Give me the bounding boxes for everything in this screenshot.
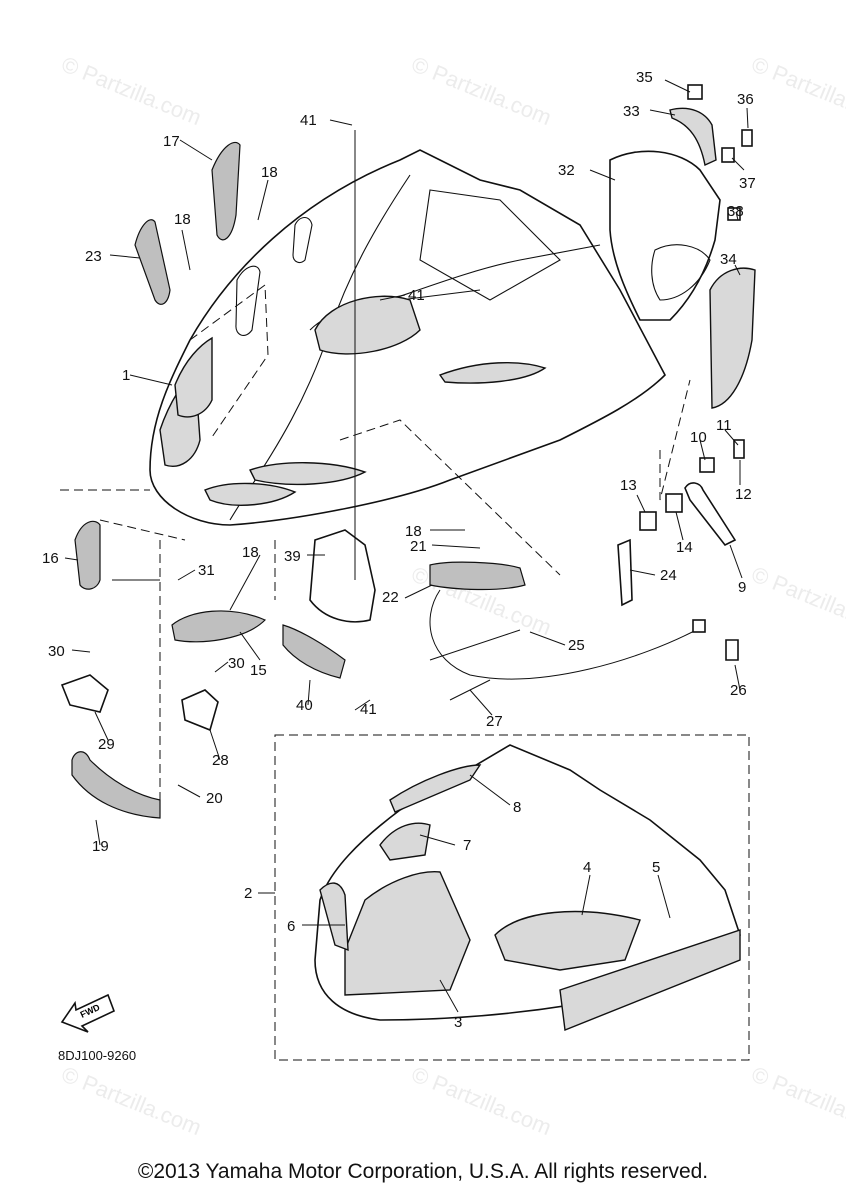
watermark: © Partzilla.com	[58, 51, 205, 130]
left-lower-parts	[60, 520, 526, 819]
watermark: © Partzilla.com	[408, 51, 555, 130]
watermark: © Partzilla.com	[748, 1061, 846, 1140]
leader-lines	[60, 79, 749, 1013]
callout-32: 32	[558, 162, 575, 179]
right-mid-parts	[617, 439, 745, 607]
right-top-parts	[609, 84, 756, 409]
callout-20: 20	[206, 790, 223, 807]
watermark: © Partzilla.com	[748, 561, 846, 640]
diagram-code: 8DJ100-9260	[58, 1048, 137, 1063]
callout-labels: 1 2 3 4 5 6 7 8 9 10 11 12 13 14 15 16 1…	[42, 69, 756, 1031]
callout-24: 24	[660, 567, 677, 584]
callout-18: 18	[174, 211, 191, 228]
callout-12: 12	[735, 486, 752, 503]
callout-22: 22	[382, 589, 399, 606]
callout-27: 27	[486, 713, 503, 730]
callout-21: 21	[410, 538, 427, 555]
callout-18: 18	[261, 164, 278, 181]
callout-40: 40	[296, 697, 313, 714]
callout-29: 29	[98, 736, 115, 753]
callout-28: 28	[212, 752, 229, 769]
watermark: © Partzilla.com	[58, 1061, 205, 1140]
callout-19: 19	[92, 838, 109, 855]
belly-pan-assembly	[274, 734, 750, 1061]
callout-3: 3	[454, 1014, 462, 1031]
callout-7: 7	[463, 837, 471, 854]
callout-15: 15	[250, 662, 267, 679]
callout-26: 26	[730, 682, 747, 699]
callout-8: 8	[513, 799, 521, 816]
side-vents	[134, 141, 241, 305]
watermark: © Partzilla.com	[408, 1061, 555, 1140]
callout-41: 41	[408, 287, 425, 304]
callout-14: 14	[676, 539, 693, 556]
watermark: © Partzilla.com	[748, 51, 846, 130]
callout-30: 30	[48, 643, 65, 660]
callout-41: 41	[300, 112, 317, 129]
fwd-arrow-icon: FWD	[60, 993, 116, 1033]
callout-13: 13	[620, 477, 637, 494]
callout-41: 41	[360, 701, 377, 718]
cables	[429, 589, 739, 701]
callout-23: 23	[85, 248, 102, 265]
callout-16: 16	[42, 550, 59, 567]
callout-11: 11	[716, 417, 732, 434]
callout-1: 1	[122, 367, 130, 384]
callout-30: 30	[228, 655, 245, 672]
callout-39: 39	[284, 548, 301, 565]
callout-4: 4	[583, 859, 591, 876]
callout-17: 17	[163, 133, 180, 150]
callout-18: 18	[242, 544, 259, 561]
callout-6: 6	[287, 918, 295, 935]
callout-25: 25	[568, 637, 585, 654]
callout-5: 5	[652, 859, 660, 876]
callout-2: 2	[244, 885, 252, 902]
callout-10: 10	[690, 429, 707, 446]
callout-35: 35	[636, 69, 653, 86]
copyright-text: ©2013 Yamaha Motor Corporation, U.S.A. A…	[137, 1160, 709, 1183]
callout-31: 31	[198, 562, 215, 579]
callout-37: 37	[739, 175, 756, 192]
callout-36: 36	[737, 91, 754, 108]
callout-38: 38	[727, 203, 744, 220]
callout-33: 33	[623, 103, 640, 120]
callout-34: 34	[720, 251, 737, 268]
callout-9: 9	[738, 579, 746, 596]
callout-18: 18	[405, 523, 422, 540]
main-hood	[149, 149, 666, 526]
